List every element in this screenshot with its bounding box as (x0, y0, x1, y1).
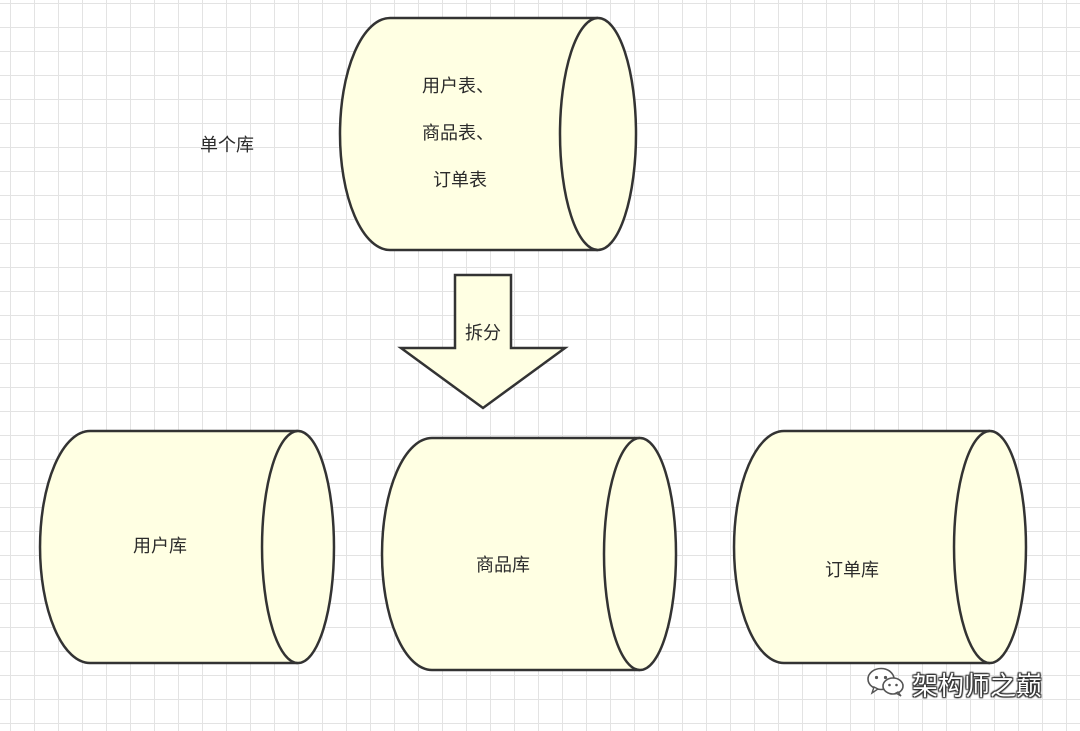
watermark-text: 架构师之巅 (912, 671, 1043, 702)
top-db-line-users: 用户表、 (422, 76, 494, 97)
wechat-icon (866, 666, 906, 702)
split-arrow (397, 273, 569, 410)
order-database-cylinder (732, 429, 1028, 665)
top-db-line-orders: 订单表 (433, 170, 487, 191)
watermark: 架构师之巅 (866, 666, 1042, 702)
arrow-label: 拆分 (465, 323, 501, 344)
order-db-label: 订单库 (825, 560, 879, 581)
user-database-cylinder (38, 429, 336, 665)
product-database-cylinder (380, 436, 678, 672)
product-db-label: 商品库 (476, 555, 530, 576)
user-db-label: 用户库 (133, 536, 187, 557)
top-db-line-products: 商品表、 (422, 123, 494, 144)
single-db-label: 单个库 (200, 135, 254, 156)
top-database-cylinder (338, 16, 638, 252)
